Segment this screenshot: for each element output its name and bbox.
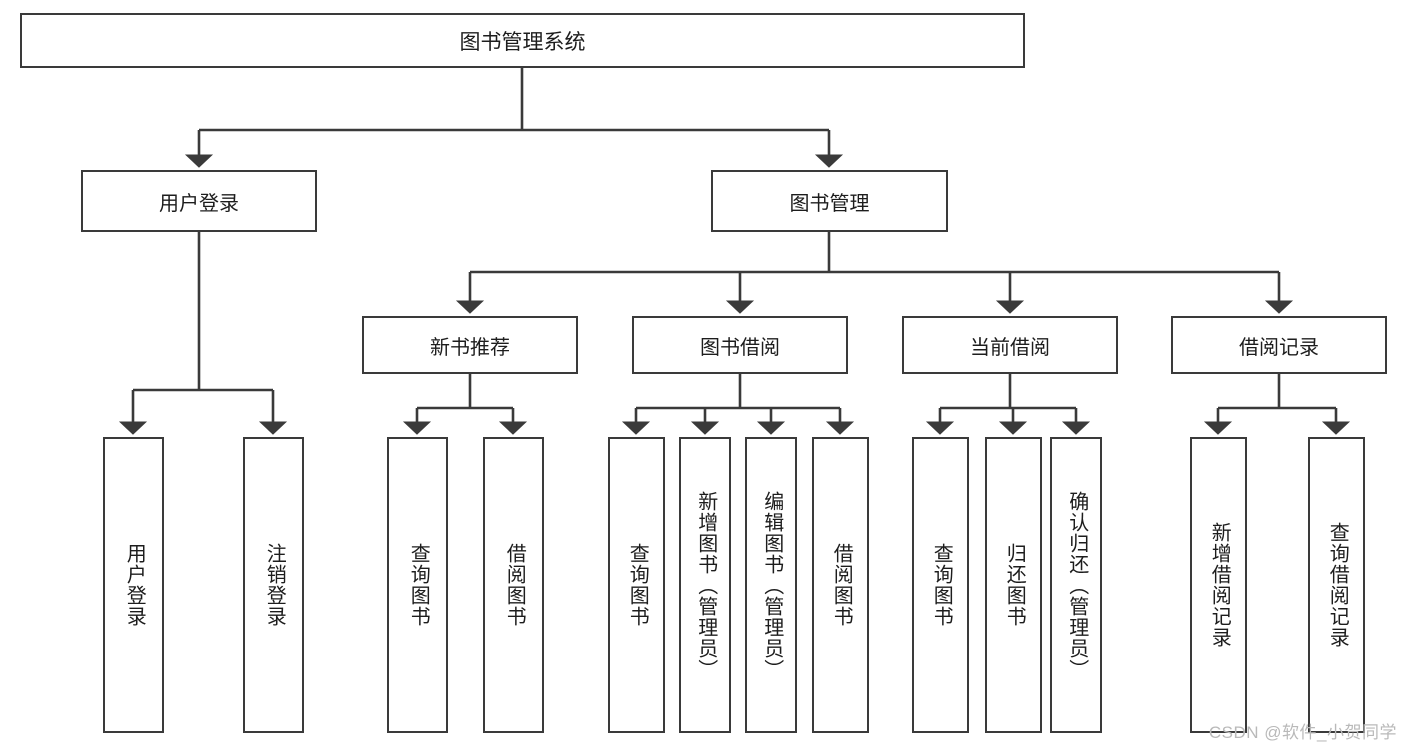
leaf-node-6-label: 编辑图书（管理员）	[760, 490, 783, 680]
node-level3-1-label: 图书借阅	[700, 336, 780, 359]
leaf-node-9[interactable]: 归还图书	[985, 437, 1042, 733]
leaf-node-9-label: 归还图书	[1003, 543, 1026, 627]
leaf-node-3-label: 借阅图书	[503, 543, 526, 627]
leaf-node-11[interactable]: 新增借阅记录	[1190, 437, 1247, 733]
leaf-node-8[interactable]: 查询图书	[912, 437, 969, 733]
node-level2-1-label: 图书管理	[789, 192, 870, 215]
leaf-node-2-label: 查询图书	[407, 543, 430, 627]
csdn-watermark: CSDN @软件_小贺同学	[1208, 723, 1397, 742]
leaf-node-1[interactable]: 注销登录	[243, 437, 304, 733]
node-level2-0[interactable]: 用户登录	[81, 170, 317, 232]
leaf-node-1-label: 注销登录	[263, 543, 286, 627]
node-level3-2[interactable]: 当前借阅	[902, 316, 1118, 374]
node-level3-3-label: 借阅记录	[1239, 336, 1319, 359]
node-level3-2-label: 当前借阅	[970, 336, 1050, 359]
leaf-node-4[interactable]: 查询图书	[608, 437, 665, 733]
node-level3-1[interactable]: 图书借阅	[632, 316, 848, 374]
node-level2-1[interactable]: 图书管理	[711, 170, 948, 232]
leaf-node-12-label: 查询借阅记录	[1326, 522, 1349, 648]
leaf-node-5[interactable]: 新增图书（管理员）	[679, 437, 731, 733]
node-level3-3[interactable]: 借阅记录	[1171, 316, 1387, 374]
leaf-node-6[interactable]: 编辑图书（管理员）	[745, 437, 797, 733]
node-root[interactable]: 图书管理系统	[20, 13, 1025, 68]
node-root-label: 图书管理系统	[459, 30, 586, 54]
leaf-node-11-label: 新增借阅记录	[1208, 522, 1231, 648]
leaf-node-10-label: 确认归还（管理员）	[1065, 490, 1088, 680]
leaf-node-3[interactable]: 借阅图书	[483, 437, 544, 733]
leaf-node-0-label: 用户登录	[123, 543, 146, 627]
leaf-node-7[interactable]: 借阅图书	[812, 437, 869, 733]
leaf-node-2[interactable]: 查询图书	[387, 437, 448, 733]
node-level2-0-label: 用户登录	[159, 192, 239, 215]
leaf-node-12[interactable]: 查询借阅记录	[1308, 437, 1365, 733]
leaf-node-4-label: 查询图书	[626, 543, 649, 627]
leaf-node-0[interactable]: 用户登录	[103, 437, 164, 733]
leaf-node-8-label: 查询图书	[930, 543, 953, 627]
leaf-node-5-label: 新增图书（管理员）	[694, 490, 717, 680]
leaf-node-10[interactable]: 确认归还（管理员）	[1050, 437, 1102, 733]
node-level3-0[interactable]: 新书推荐	[362, 316, 578, 374]
node-level3-0-label: 新书推荐	[430, 336, 510, 359]
leaf-node-7-label: 借阅图书	[830, 543, 853, 627]
